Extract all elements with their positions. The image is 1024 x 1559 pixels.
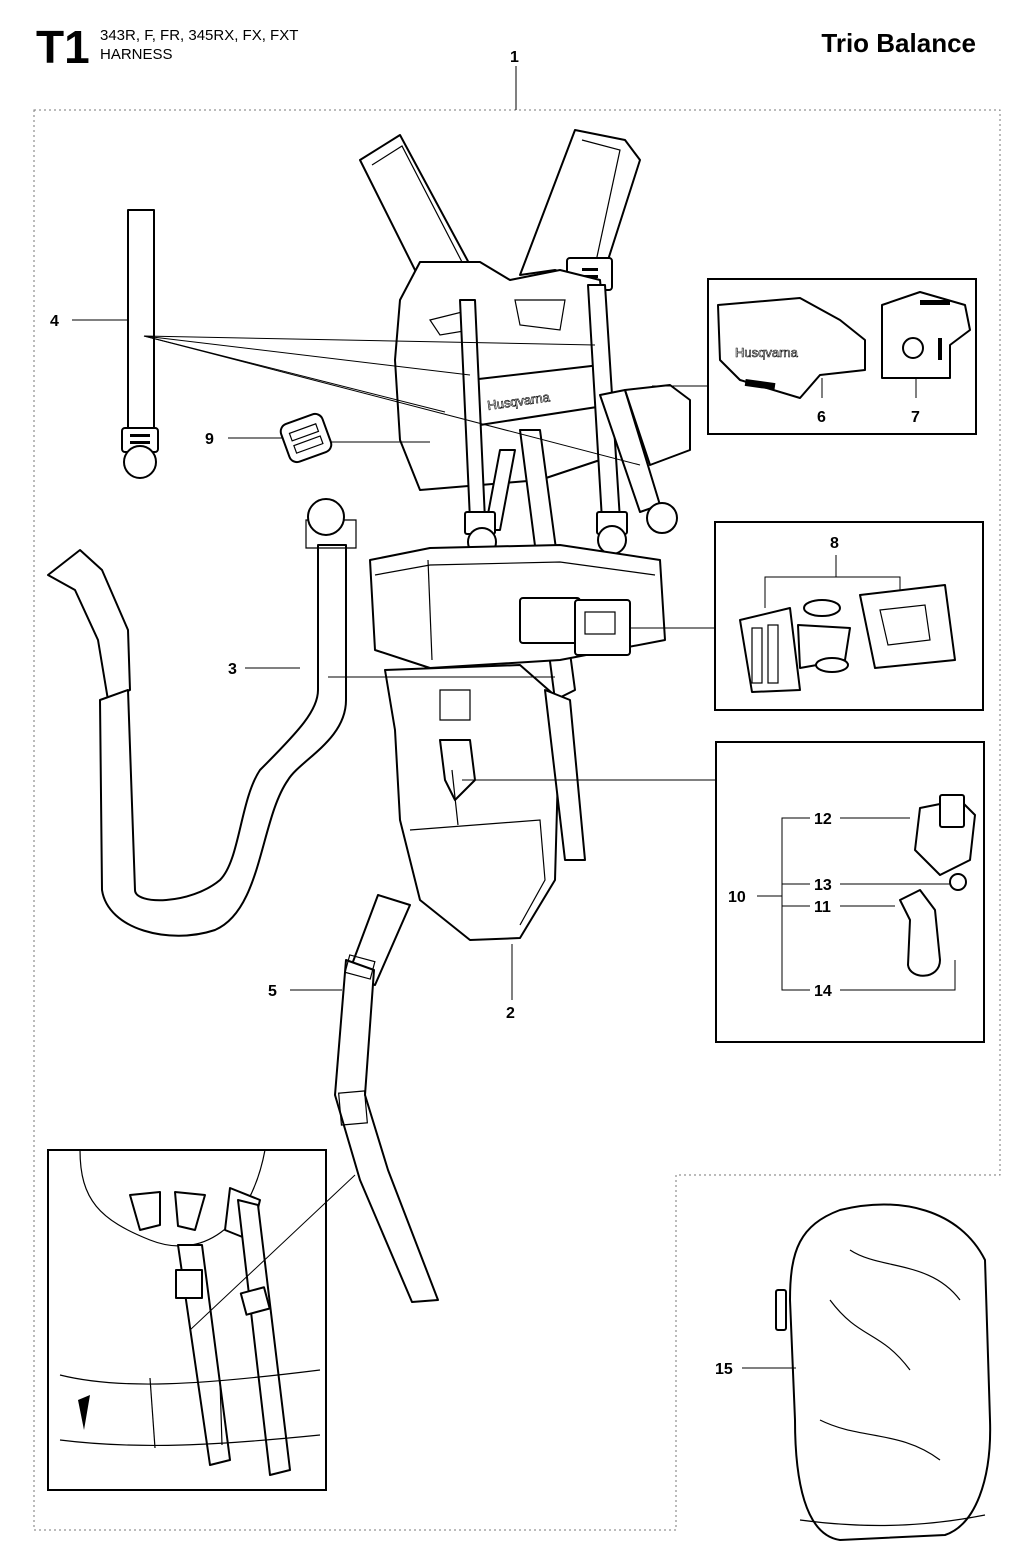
- callout-6: 6: [817, 409, 826, 426]
- callout-4: 4: [50, 313, 59, 330]
- part-4-strap: [121, 209, 159, 479]
- detail-box-hook: [715, 741, 985, 1043]
- callout-11: 11: [814, 899, 831, 916]
- model-list: 343R, F, FR, 345RX, FX, FXT: [100, 27, 299, 44]
- part-15-storage-bag: [775, 1203, 992, 1541]
- callout-14: 14: [814, 983, 832, 1000]
- part-3-shoulder-tube: [47, 498, 357, 937]
- part-9-slide-buckle: [279, 412, 333, 464]
- callout-5: 5: [268, 983, 277, 1000]
- callout-2: 2: [506, 1005, 515, 1022]
- callout-1: 1: [510, 49, 519, 66]
- detail-box-pads: Husqvarna: [707, 278, 977, 435]
- harness-assembly: Husqvarna: [359, 129, 691, 941]
- callout-9: 9: [205, 431, 214, 448]
- callout-15: 15: [715, 1361, 733, 1378]
- callout-8: 8: [830, 535, 839, 552]
- detail-view-strap-routing: [47, 1149, 327, 1491]
- callout-13: 13: [814, 877, 832, 894]
- detail-box-buckle: [714, 521, 984, 711]
- callout-7: 7: [911, 409, 920, 426]
- page-title: Trio Balance: [821, 28, 976, 58]
- callout-3: 3: [228, 661, 237, 678]
- part-5-curved-strap: [334, 894, 439, 1303]
- callout-10: 10: [728, 889, 746, 906]
- husqvarna-logo-pad: Husqvarna: [735, 345, 799, 360]
- assembly-boundary: [33, 109, 1001, 1531]
- callout-12: 12: [814, 811, 832, 828]
- page-code: T1: [36, 21, 90, 73]
- section-name: HARNESS: [100, 46, 173, 63]
